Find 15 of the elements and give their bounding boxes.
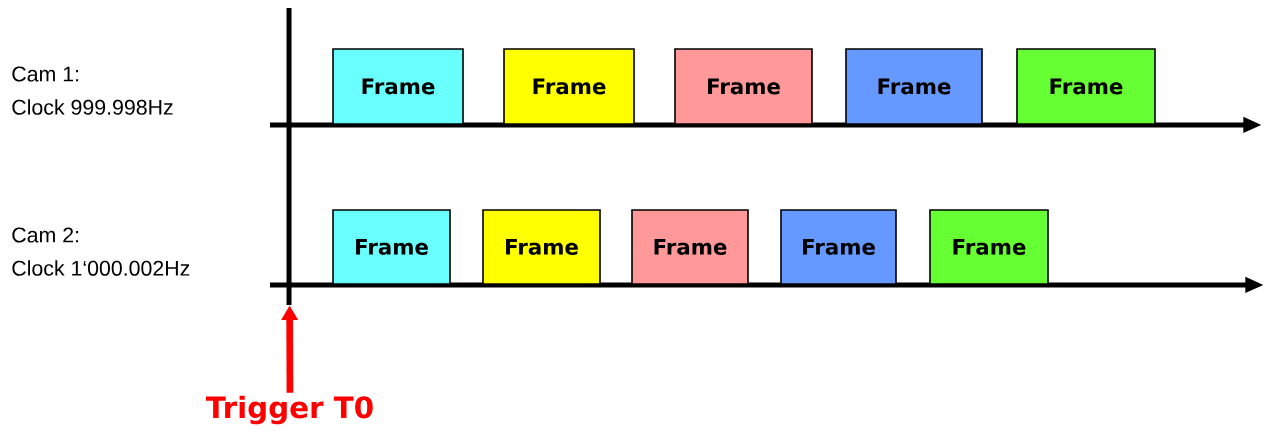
row-label: Clock 999.998Hz [12,99,173,115]
frame-box: Frame [482,209,601,285]
frame-box: Frame [1016,48,1156,125]
row-label: Cam 1: [12,66,79,82]
frame-box: Frame [332,48,464,125]
frame-box: Frame [929,209,1049,285]
frame-box: Frame [332,209,451,285]
row-label: Cam 2: [12,227,79,243]
frame-box: Frame [674,48,813,125]
frame-box: Frame [845,48,983,125]
row-label: Clock 1‘000.002Hz [12,260,190,276]
frame-box: Frame [631,209,749,285]
frame-box: Frame [503,48,635,125]
frame-box: Frame [780,209,897,285]
trigger-label: Trigger T0 [206,395,373,425]
